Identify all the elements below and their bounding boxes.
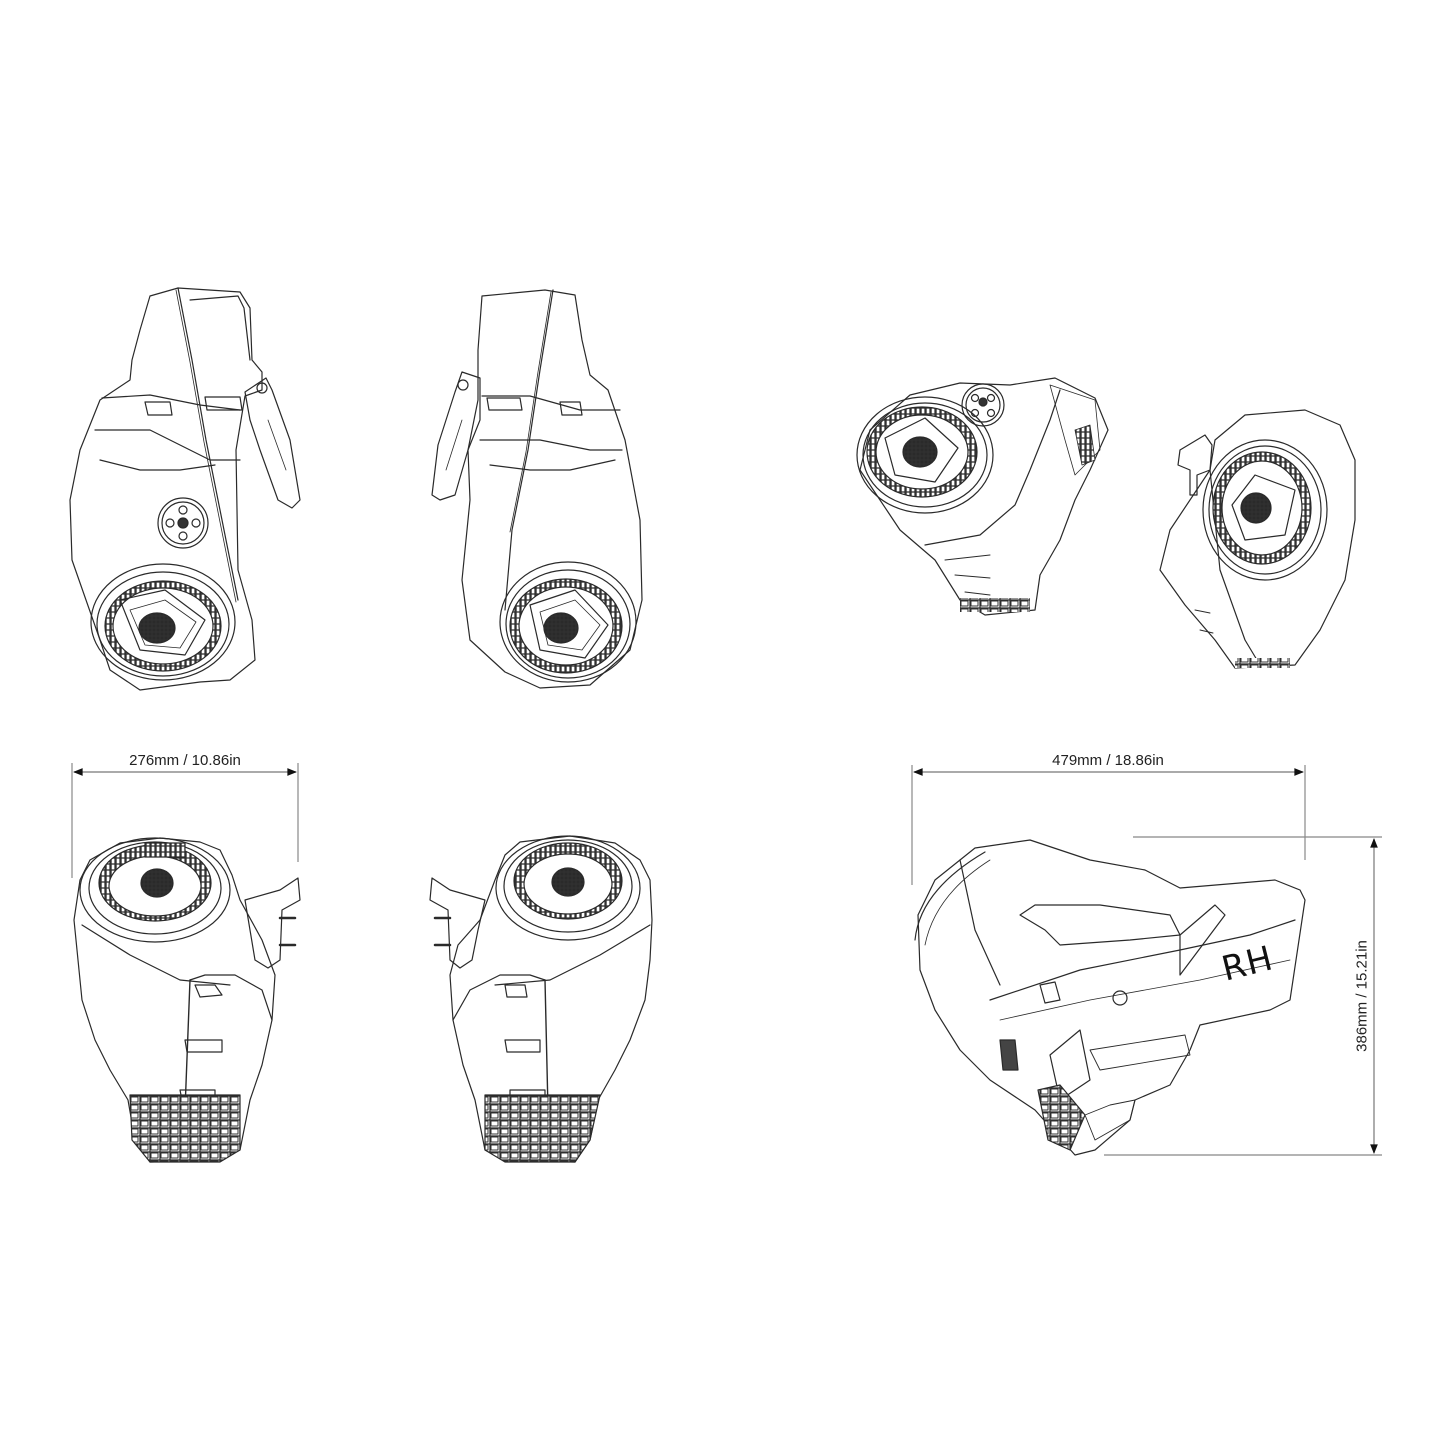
view-top-middle: [431, 289, 643, 689]
view-top-right-a: [856, 377, 1109, 616]
dimension-length: [911, 765, 1306, 885]
speaker-driver-icon: [856, 396, 994, 514]
view-bottom-left: [73, 837, 301, 1163]
speaker-driver-icon: [90, 563, 236, 681]
view-top-right-b: [1159, 409, 1356, 669]
control-knob-icon: [157, 497, 209, 549]
speaker-driver-icon: [499, 561, 637, 683]
view-bottom-middle: [429, 835, 653, 1163]
speaker-driver-icon: [1202, 439, 1328, 581]
dimension-label-width-small: 276mm / 10.86in: [129, 752, 241, 769]
dimension-height: [1104, 836, 1382, 1156]
dimension-label-length: 479mm / 18.86in: [1052, 752, 1164, 769]
dimension-width-small: [71, 763, 299, 878]
view-top-left: [69, 287, 301, 691]
view-bottom-right: [914, 839, 1306, 1156]
speaker-driver-icon: [495, 835, 641, 941]
dimension-label-height: 386mm / 15.21in: [1353, 940, 1371, 1052]
control-knob-icon: [961, 383, 1005, 427]
speaker-driver-icon: [79, 837, 231, 943]
